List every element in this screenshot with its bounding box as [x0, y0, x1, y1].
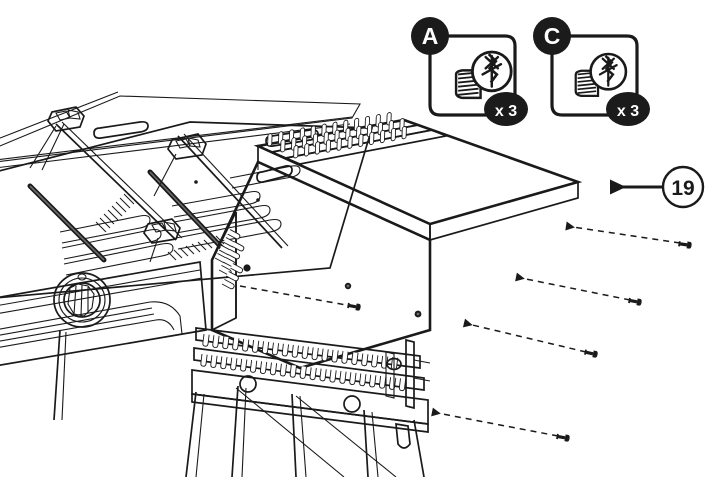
- shelf-side-louver-panel: [211, 211, 246, 332]
- vent-slot-strip: [255, 111, 449, 183]
- cart-legs: [53, 329, 425, 477]
- hardware-letter-A: A: [422, 23, 439, 49]
- assembly-arrow: [515, 272, 643, 306]
- hardware-callout-C[interactable]: C x 3: [533, 17, 650, 126]
- burner-bracket: [167, 133, 207, 160]
- hardware-letter-badge-A: [411, 17, 449, 55]
- callout-number: 19: [671, 177, 694, 200]
- flame-tamer-panel: [191, 327, 431, 449]
- callout-circle: [661, 165, 705, 209]
- hardware-qty-badge-A: [484, 92, 528, 126]
- hardware-letter-badge-C: [533, 17, 571, 55]
- hardware-qty-A: x 3: [495, 103, 517, 120]
- part-callout-19[interactable]: 19: [610, 165, 705, 209]
- hardware-qty-C: x 3: [617, 103, 639, 120]
- burner-bracket: [47, 106, 85, 132]
- burner-bracket: [143, 218, 181, 244]
- hardware-callout-A[interactable]: A x 3: [411, 17, 528, 126]
- assembly-arrow: [565, 221, 693, 249]
- screw-illustration-A: [454, 50, 513, 100]
- assembly-arrow: [462, 318, 599, 359]
- hardware-qty-badge-C: [606, 92, 650, 126]
- mounting-hole: [243, 264, 251, 272]
- screw-illustration-C: [574, 52, 628, 97]
- assembly-arrow-group: [431, 221, 693, 442]
- cooking-grate: [0, 106, 374, 299]
- hardware-letter-C: C: [544, 23, 561, 49]
- control-knob[interactable]: [53, 272, 111, 328]
- drain-hole: [239, 375, 257, 393]
- drain-hole: [343, 395, 361, 413]
